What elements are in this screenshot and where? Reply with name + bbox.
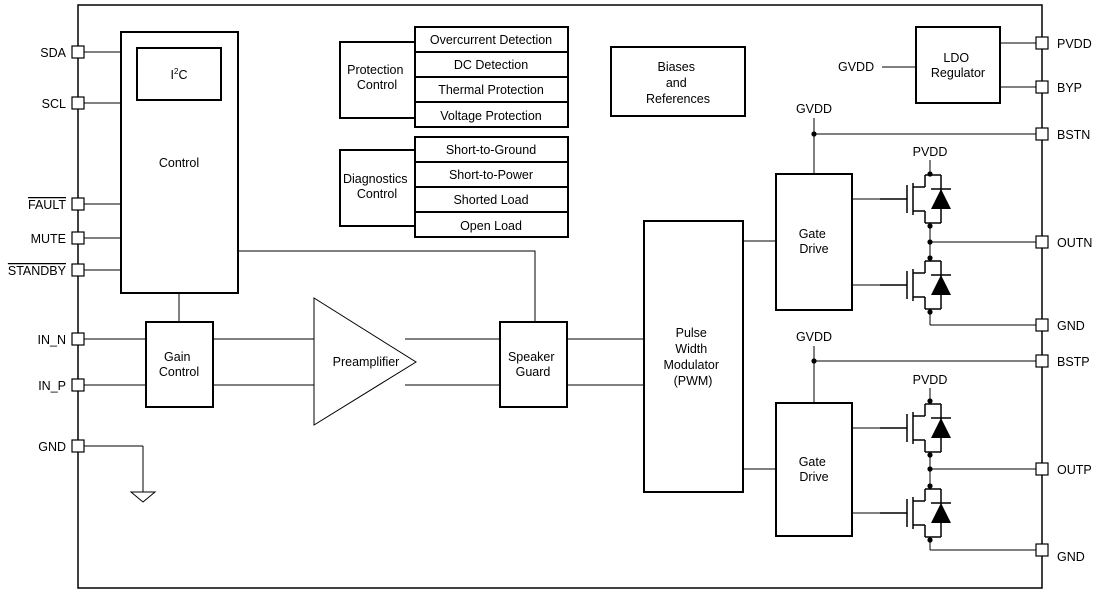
diagnostics-control-block	[339, 149, 416, 227]
pvdd-top-label: PVDD	[913, 145, 948, 159]
pin-bstp-label: BSTP	[1057, 355, 1090, 369]
gvdd-top-label: GVDD	[796, 102, 832, 116]
preamplifier-triangle	[313, 297, 417, 426]
pin-sda	[71, 45, 85, 59]
pin-gnd-bottom	[1035, 543, 1049, 557]
pin-byp	[1035, 80, 1049, 94]
pin-in-n-label: IN_N	[38, 333, 66, 347]
i2c-block	[136, 47, 222, 101]
pin-mute	[71, 231, 85, 245]
i2c-label: I2C	[171, 67, 188, 82]
right-wires	[1000, 42, 1036, 88]
pin-outn-label: OUTN	[1057, 236, 1092, 250]
biases-label: Biases and References	[646, 60, 710, 106]
protection-control-label: Protection Control	[347, 63, 407, 92]
diagnostics-items: Short-to-Ground Short-to-Power Shorted L…	[414, 136, 569, 238]
left-wires	[84, 51, 146, 492]
pin-fault-label: FAULT	[28, 198, 66, 212]
biases-block	[610, 46, 746, 117]
gvdd-bottom-label: GVDD	[796, 330, 832, 344]
control-label: Control	[159, 156, 199, 170]
pin-standby-label: STANDBY	[8, 264, 67, 278]
speaker-guard-block	[499, 321, 568, 408]
protection-items: Overcurrent Detection DC Detection Therm…	[414, 26, 569, 128]
pin-pvdd	[1035, 36, 1049, 50]
pin-outp-label: OUTP	[1057, 463, 1092, 477]
pwm-block	[643, 220, 744, 493]
protection-item: Overcurrent Detection	[430, 33, 552, 47]
left-pins: SDA SCL FAULT MUTE STANDBY IN_N IN_P GND	[8, 45, 85, 454]
protection-control-block	[339, 41, 416, 119]
pin-standby	[71, 263, 85, 277]
pin-gnd-bottom-label: GND	[1057, 550, 1085, 564]
pin-outn	[1035, 235, 1049, 249]
ldo-regulator-label: LDO Regulator	[931, 51, 985, 80]
h-bridge-top: PVDD	[852, 145, 1036, 326]
pin-in-p-label: IN_P	[38, 379, 66, 393]
protection-item: DC Detection	[454, 58, 528, 72]
diagnostics-item: Open Load	[460, 219, 522, 233]
pin-scl-label: SCL	[42, 97, 66, 111]
pin-outp	[1035, 462, 1049, 476]
diagnostics-item: Short-to-Power	[449, 168, 533, 182]
ground-symbol	[129, 491, 157, 503]
diagnostics-control-label: Diagnostics Control	[343, 172, 411, 201]
pin-fault	[71, 197, 85, 211]
pin-byp-label: BYP	[1057, 81, 1082, 95]
protection-item: Thermal Protection	[438, 83, 544, 97]
pin-bstn-label: BSTN	[1057, 128, 1090, 142]
gate-drive-top-block	[775, 173, 853, 311]
gain-control-block	[145, 321, 214, 408]
h-bridge-bottom: PVDD	[852, 373, 1036, 551]
pvdd-bottom-label: PVDD	[913, 373, 948, 387]
speaker-guard-label: Speaker Guard	[508, 350, 558, 379]
diagnostics-item: Shorted Load	[453, 193, 528, 207]
gain-control-label: Gain Control	[159, 350, 199, 379]
gate-drive-bottom-block	[775, 402, 853, 537]
pin-in-n	[71, 332, 85, 346]
pin-mute-label: MUTE	[31, 232, 66, 246]
protection-item: Voltage Protection	[440, 109, 542, 123]
pin-gnd-top-label: GND	[1057, 319, 1085, 333]
pin-sda-label: SDA	[40, 46, 66, 60]
gate-drive-bottom-label: Gate Drive	[799, 455, 830, 484]
gate-drive-top-label: Gate Drive	[799, 227, 830, 256]
pin-gnd-left-label: GND	[38, 440, 66, 454]
gvdd-ldo-label: GVDD	[838, 60, 874, 74]
diagnostics-item: Short-to-Ground	[446, 143, 536, 157]
pin-in-p	[71, 378, 85, 392]
pin-gnd-top	[1035, 318, 1049, 332]
pin-scl	[71, 96, 85, 110]
pin-bstp	[1035, 354, 1049, 368]
preamplifier-label: Preamplifier	[333, 355, 400, 369]
pin-bstn	[1035, 127, 1049, 141]
right-pins: PVDD BYP BSTN OUTN GND BSTP OUTP GND	[1035, 36, 1092, 564]
pin-gnd-left	[71, 439, 85, 453]
ldo-regulator-block	[915, 26, 1001, 104]
pwm-label: Pulse Width Modulator (PWM)	[663, 326, 722, 388]
pin-pvdd-label: PVDD	[1057, 37, 1092, 51]
